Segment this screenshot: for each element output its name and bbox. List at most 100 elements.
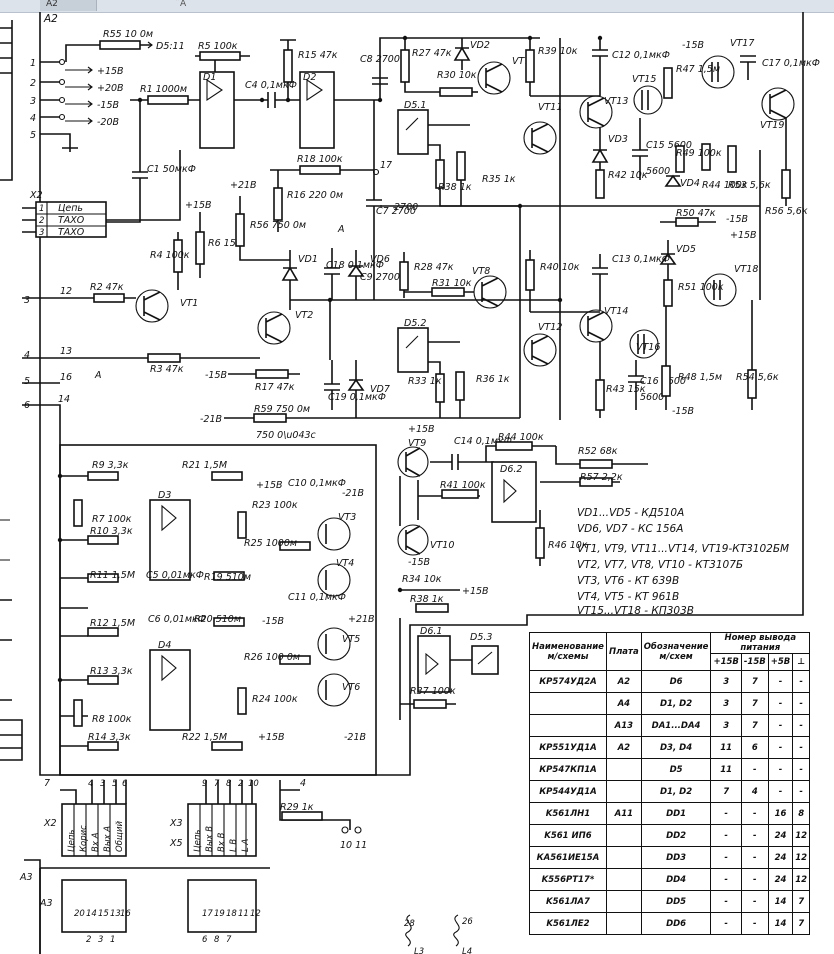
diode-vd7 <box>347 360 365 418</box>
document-tab-label: A2 <box>46 0 58 9</box>
label-r54: R54 5,6к <box>736 372 779 383</box>
label-r17: R17 47к <box>255 382 295 393</box>
mid-bus <box>380 150 761 300</box>
label-x2-bottom: X2 <box>43 818 57 829</box>
label-r2: R2 47к <box>90 282 124 293</box>
resistor-r59 <box>224 413 520 423</box>
cell <box>605 758 642 781</box>
rail-m15-d: -15B <box>672 406 694 417</box>
left-pin-4: 4 <box>24 350 30 361</box>
label-r33: R33 1к <box>408 376 442 387</box>
note-3: VT1, VT9, VT11...VT14, VT19-КТ3102БМ <box>577 543 789 555</box>
cell: DA1...DA4 <box>640 714 712 737</box>
resistor-r31 <box>404 287 474 297</box>
transistor-vt10 <box>397 524 429 556</box>
cell: - <box>767 692 794 715</box>
label-a3: A3 <box>19 872 33 883</box>
capacitor-c12 <box>592 38 608 96</box>
cell: - <box>767 758 794 781</box>
rail-m15-f: -15B <box>262 616 284 627</box>
label-r29: R29 1к <box>280 802 314 813</box>
label-r12: R12 1,5M <box>90 618 135 629</box>
power-label-p20: +20B <box>97 83 124 94</box>
th-p5: +5B <box>767 653 794 671</box>
resistor-r16 <box>273 170 283 232</box>
label-r47: R47 1,5м <box>676 64 720 75</box>
chip-d2 <box>262 71 380 149</box>
pin-3: 3 <box>30 96 36 107</box>
pin-2: 2 <box>30 78 36 89</box>
node-17: 17 <box>380 160 392 171</box>
transistor-vt7 <box>477 61 511 95</box>
x3-top-pin-4: 2 <box>238 779 243 789</box>
label-x2-left: X2 <box>29 190 43 201</box>
x2-bottom-name-1: Цепь <box>67 830 77 852</box>
cell: K556PT17* <box>529 868 607 891</box>
label-c19: C19 0,1мкФ <box>328 392 386 403</box>
label-c12: C12 0,1мкФ <box>612 50 670 61</box>
capacitor-c18 <box>324 248 340 300</box>
label-r38: R38 1к <box>438 182 472 193</box>
x2-name-3: ТАХО <box>58 227 85 238</box>
chip-d6-1 <box>399 618 472 720</box>
label-r13: R13 3,3к <box>90 666 133 677</box>
label-r34: R34 10к <box>402 574 442 585</box>
label-r57: R57 2,2к <box>580 472 623 483</box>
label-r4: R4 100к <box>150 250 190 261</box>
cell: 24 <box>767 824 794 847</box>
x2-pin-1: 1 <box>39 204 44 214</box>
chip-d6-2 <box>491 461 537 523</box>
diode-vd4 <box>664 174 682 187</box>
label-vd7: VD7 <box>370 384 390 395</box>
x3-top-pin-1: 9 <box>202 779 207 789</box>
cell: - <box>792 780 811 803</box>
label-c7: C7 2700 <box>376 206 416 217</box>
cell: K561ЛН1 <box>529 802 607 825</box>
resistor-r38b <box>415 603 449 613</box>
note-1: VD1...VD5 - КД510A <box>577 507 684 519</box>
label-r16: R16 220 0м <box>287 190 343 201</box>
label-c13: C13 0,1мкФ <box>612 254 670 265</box>
cell <box>605 780 642 803</box>
th-name: Наименование м/схемы <box>529 632 607 671</box>
label-c8: C8 2700 <box>360 54 400 65</box>
transistor-vt16 <box>629 329 659 359</box>
coil-pin-26: 26 <box>462 917 473 927</box>
window-topbar: A2 ̃A <box>0 0 834 13</box>
cell: K561 ИП6 <box>529 824 607 847</box>
label-vt8: VT8 <box>472 266 490 277</box>
pin-1: 1 <box>30 58 36 69</box>
x2-bottom-name-4: Вых A <box>103 826 113 852</box>
cell: - <box>767 714 794 737</box>
cell <box>605 912 642 935</box>
coil-pin-28: 28 <box>404 919 415 929</box>
label-r23: R23 100к <box>252 500 298 511</box>
cell: 3 <box>710 714 742 737</box>
left-bus <box>22 293 260 775</box>
node-a-left: A <box>94 370 102 381</box>
node-14: 14 <box>58 394 70 405</box>
label-vt7: VT7 <box>512 56 530 67</box>
th-m15: -15B <box>740 653 769 671</box>
label-r9: R9 3,3к <box>92 460 129 471</box>
label-c15-value: 5600 <box>646 166 670 177</box>
transistor-vt14 <box>579 309 613 343</box>
resistor-r52 <box>555 446 648 469</box>
cell: DD5 <box>640 890 712 913</box>
x2-under-pin-3: 1 <box>110 935 115 945</box>
cell: 12 <box>792 824 811 847</box>
junction-dots <box>57 35 603 683</box>
x2-bot-pin-3: 15 <box>98 909 109 919</box>
label-d6-1: D6.1 <box>420 626 442 637</box>
cell: 6 <box>740 736 769 759</box>
x3-bot-pin-2: 19 <box>214 909 225 919</box>
document-tab[interactable]: A2 <box>40 0 97 11</box>
cell: 16 <box>767 802 794 825</box>
note-4: VT2, VT7, VT8, VT10 - КТ3107Б <box>577 559 743 571</box>
